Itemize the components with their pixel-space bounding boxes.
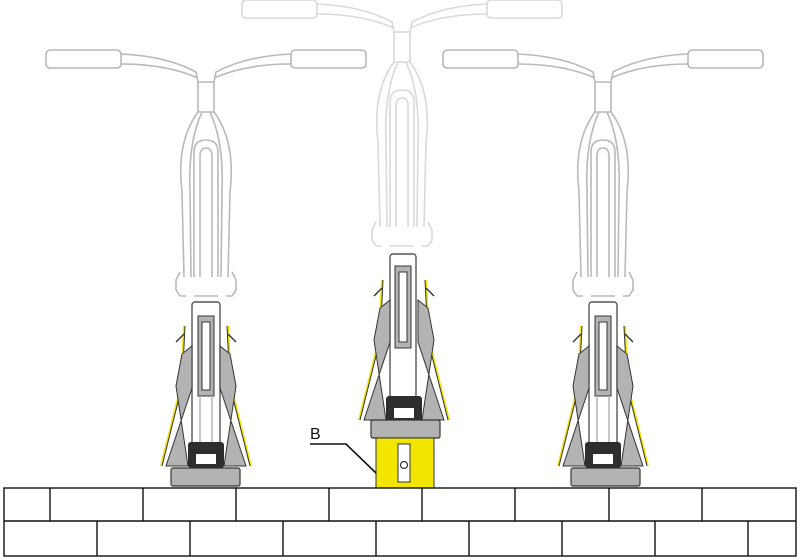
lift-block: [375, 437, 435, 489]
bike-left: [45, 49, 367, 297]
fork-lower-right: [588, 301, 618, 451]
bike-center: [241, 0, 563, 247]
brick-wall: [3, 487, 797, 557]
fork-lower-left: [191, 301, 221, 451]
fork-lower-center: [389, 253, 417, 405]
bike-right: [442, 49, 764, 297]
callout-label-b: B: [310, 426, 321, 443]
base-plate-right: [570, 467, 641, 487]
callout-leader-line: [310, 443, 377, 474]
base-plate-center: [370, 419, 441, 439]
base-plate-left: [170, 467, 241, 487]
